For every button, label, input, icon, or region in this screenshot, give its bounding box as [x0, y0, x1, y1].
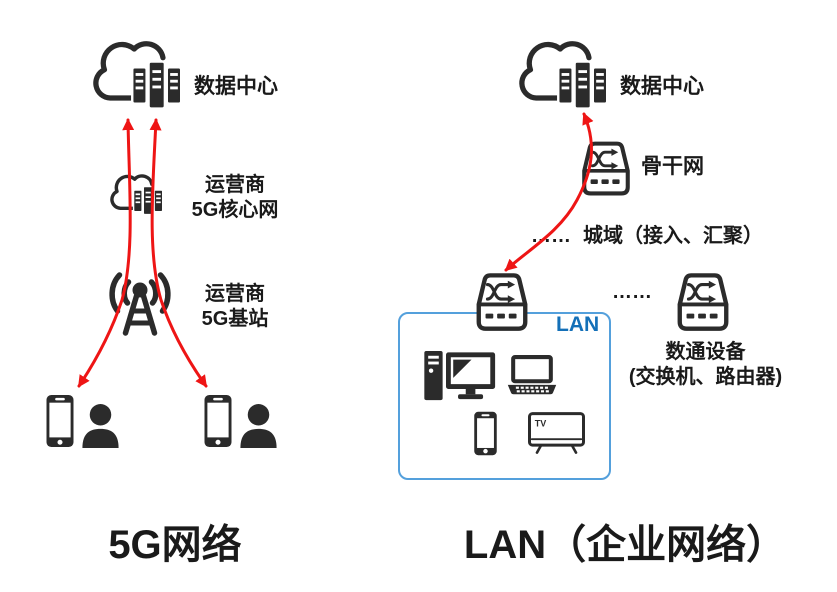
datacenter-label-right: 数据中心	[620, 75, 704, 98]
mid-dots: ……	[612, 281, 652, 303]
core-network-label: 运营商 5G核心网	[191, 174, 279, 221]
core-network-cloud-icon	[110, 174, 164, 216]
datacenter-label-left: 数据中心	[194, 75, 278, 98]
devices-switch-icon	[677, 273, 729, 331]
right-title: LAN（企业网络）	[463, 523, 787, 567]
left-panel: 数据中心 运营商 5G核心网	[0, 0, 380, 592]
smartphone-icon	[46, 394, 74, 448]
user-icon	[240, 404, 277, 448]
lan-label: LAN	[556, 313, 600, 336]
lan-switch-icon	[476, 273, 528, 331]
tv-icon: TV	[528, 412, 585, 454]
smartphone-icon	[204, 394, 232, 448]
datacenter-cloud-servers-icon	[519, 41, 609, 110]
metro-line: …… 城域（接入、汇聚）	[531, 224, 763, 249]
user-icon	[82, 404, 119, 448]
devices-label: 数通设备 (交换机、路由器)	[628, 341, 783, 388]
backbone-label: 骨干网	[641, 155, 704, 178]
base-station-label: 运营商 5G基站	[201, 283, 269, 330]
metro-label: 城域（接入、汇聚）	[583, 225, 763, 247]
tv-label: TV	[535, 418, 547, 428]
desktop-computer-icon	[424, 350, 496, 401]
base-station-antenna-icon	[109, 272, 171, 336]
datacenter-cloud-servers-icon	[93, 41, 183, 110]
metro-dots: ……	[531, 225, 571, 247]
smartphone-icon	[474, 411, 497, 456]
left-title: 5G网络	[108, 523, 242, 567]
laptop-icon	[507, 355, 557, 395]
backbone-switch-icon	[582, 141, 630, 196]
